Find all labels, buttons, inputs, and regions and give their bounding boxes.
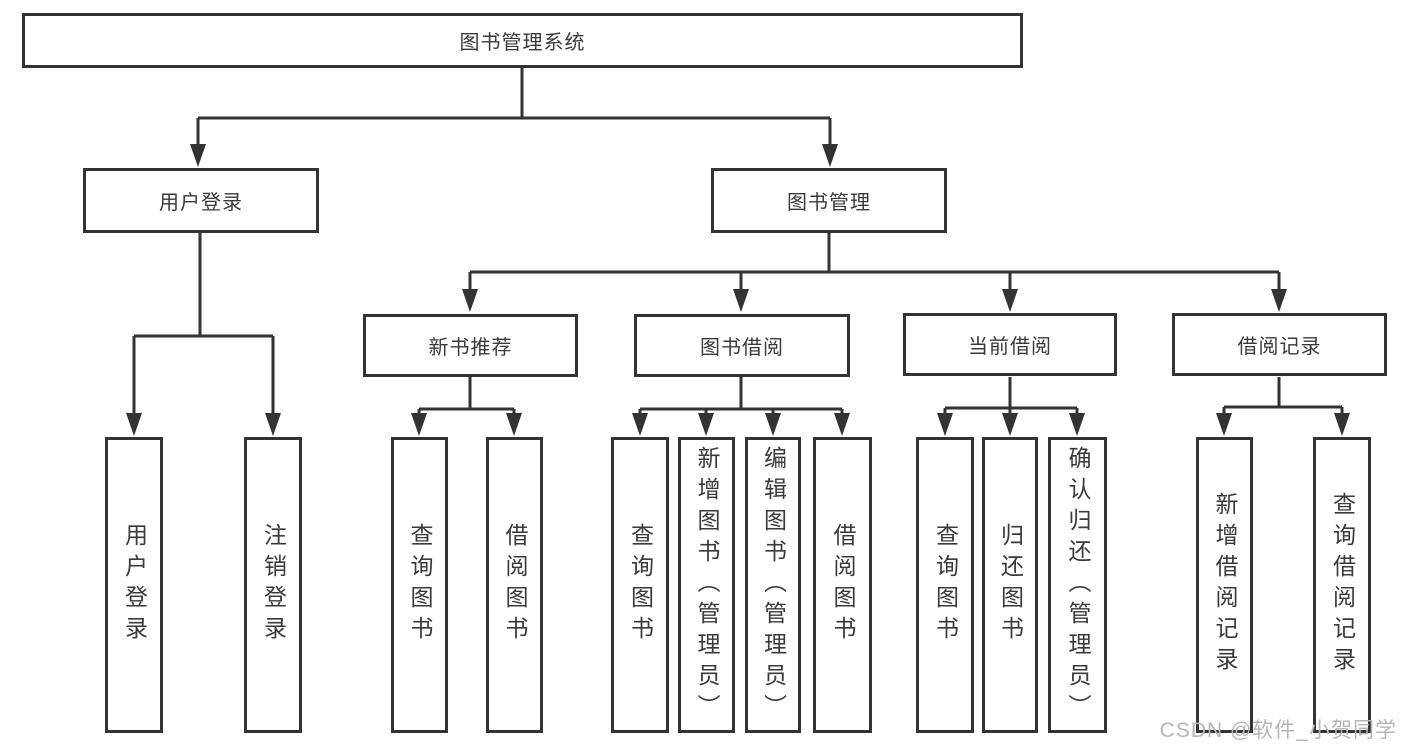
- node-root-label: 图书管理系统: [459, 32, 586, 54]
- leaf-newbook-borrow-books: 借阅图书: [486, 437, 543, 733]
- leaf-newbook-borrow-books-label: 借阅图书: [502, 523, 528, 647]
- leaf-borrow-add-books-admin: 新增图书（管理员）: [678, 437, 735, 733]
- leaf-newbook-query-books: 查询图书: [391, 437, 448, 733]
- node-borrow-record: 借阅记录: [1172, 313, 1387, 376]
- leaf-current-return-books-label: 归还图书: [997, 523, 1024, 647]
- node-current-borrow: 当前借阅: [903, 313, 1117, 376]
- leaf-borrow-borrow-books: 借阅图书: [813, 437, 872, 733]
- leaf-borrow-edit-books-admin: 编辑图书（管理员）: [745, 437, 801, 733]
- node-borrow-record-label: 借阅记录: [1237, 336, 1322, 358]
- leaf-current-query-books: 查询图书: [916, 437, 974, 733]
- leaf-logout-label: 注销登录: [260, 523, 287, 647]
- leaf-current-return-books: 归还图书: [982, 437, 1038, 733]
- leaf-user-login-label: 用户登录: [121, 523, 148, 647]
- node-root: 图书管理系统: [22, 13, 1023, 68]
- leaf-borrow-query-books-label: 查询图书: [627, 523, 654, 647]
- csdn-watermark: CSDN @软件_小贺同学: [1159, 719, 1397, 742]
- node-user-login: 用户登录: [83, 168, 319, 233]
- node-user-login-label: 用户登录: [159, 192, 243, 214]
- node-new-book-rec: 新书推荐: [363, 314, 578, 377]
- leaf-current-confirm-return-admin: 确认归还（管理员）: [1048, 437, 1107, 733]
- node-current-borrow-label: 当前借阅: [968, 336, 1052, 358]
- leaf-record-query-borrow-record: 查询借阅记录: [1313, 437, 1371, 733]
- node-new-book-rec-label: 新书推荐: [428, 337, 513, 359]
- leaf-logout: 注销登录: [244, 437, 302, 733]
- node-book-mgmt-label: 图书管理: [787, 192, 871, 214]
- leaf-current-query-books-label: 查询图书: [932, 523, 959, 647]
- leaf-user-login: 用户登录: [105, 437, 163, 733]
- node-book-borrow-label: 图书借阅: [700, 337, 784, 359]
- leaf-record-add-borrow-record: 新增借阅记录: [1196, 437, 1253, 733]
- leaf-borrow-query-books: 查询图书: [611, 437, 669, 733]
- leaf-record-add-borrow-record-label: 新增借阅记录: [1212, 492, 1238, 678]
- leaf-borrow-edit-books-admin-label: 编辑图书（管理员）: [760, 445, 787, 725]
- node-book-mgmt: 图书管理: [711, 168, 947, 233]
- leaf-current-confirm-return-admin-label: 确认归还（管理员）: [1065, 445, 1091, 725]
- node-book-borrow: 图书借阅: [634, 314, 850, 377]
- leaf-newbook-query-books-label: 查询图书: [407, 523, 433, 647]
- leaf-record-query-borrow-record-label: 查询借阅记录: [1329, 492, 1356, 678]
- leaf-borrow-add-books-admin-label: 新增图书（管理员）: [694, 445, 720, 725]
- leaf-borrow-borrow-books-label: 借阅图书: [830, 523, 856, 647]
